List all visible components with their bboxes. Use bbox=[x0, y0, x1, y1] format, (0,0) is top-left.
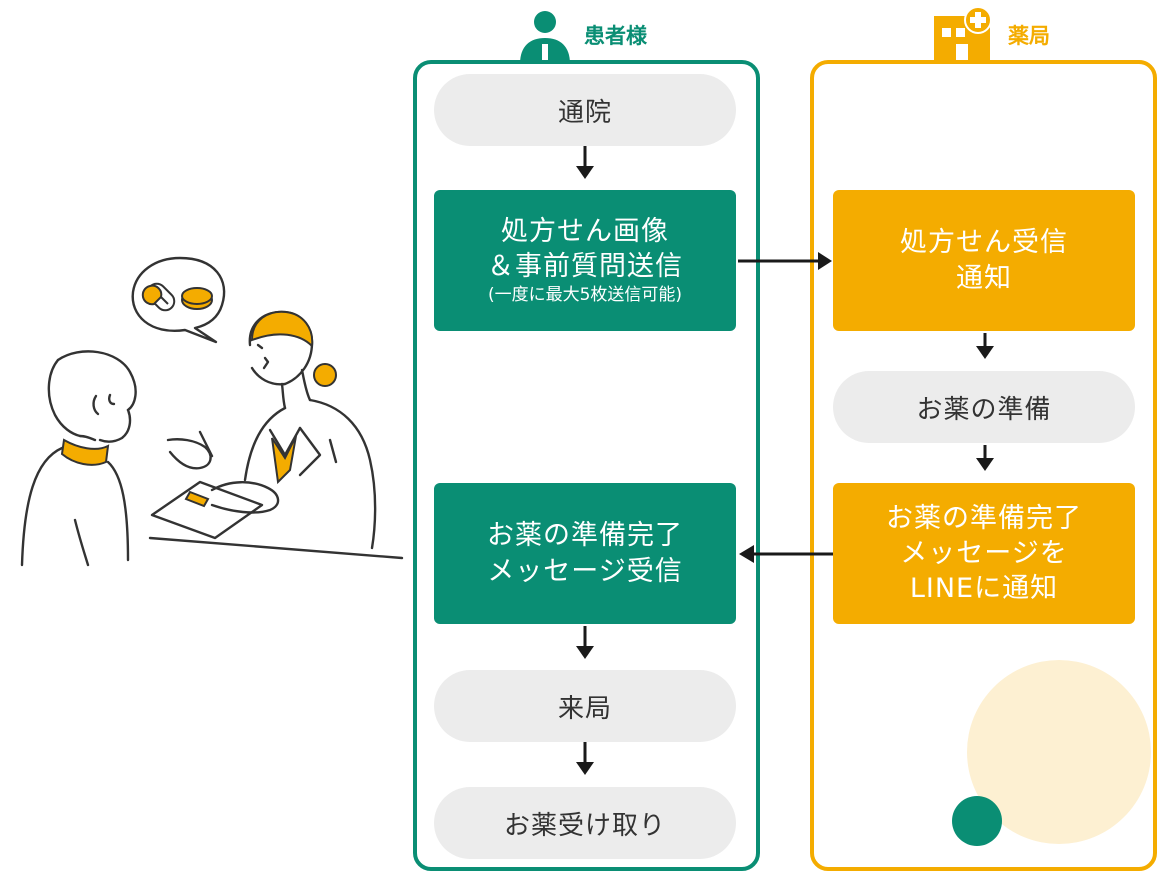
patient-flow-panel bbox=[413, 60, 760, 871]
pharmacy-column-label: 薬局 bbox=[1008, 24, 1050, 48]
step-receive-medicine: お薬受け取り bbox=[434, 787, 736, 859]
pharmacy-building-icon bbox=[934, 6, 992, 62]
step-ready-line2: メッセージ受信 bbox=[487, 555, 683, 587]
pharmacist-and-patient-illustration bbox=[20, 256, 404, 567]
step-send-prescription: 処方せん画像 ＆事前質問送信 (一度に最大5枚送信可能) bbox=[434, 190, 736, 331]
patient-column-label: 患者様 bbox=[584, 24, 647, 48]
step-visit: 通院 bbox=[434, 74, 736, 146]
step-prescription-notification: 処方せん受信 通知 bbox=[833, 190, 1135, 331]
step-receive-ready-message: お薬の準備完了 メッセージ受信 bbox=[434, 483, 736, 624]
step-send-line2: ＆事前質問送信 bbox=[487, 250, 683, 282]
decorative-circle-small bbox=[952, 796, 1002, 846]
step-notify-line2: 通知 bbox=[956, 262, 1012, 294]
step-send-line1: 処方せん画像 bbox=[501, 215, 669, 247]
step-ready-line1: お薬の準備完了 bbox=[487, 520, 683, 552]
step-send-note: (一度に最大5枚送信可能) bbox=[487, 284, 683, 305]
step-notify-line1: 処方せん受信 bbox=[900, 227, 1068, 259]
step-done-line3: LINEに通知 bbox=[909, 573, 1059, 605]
step-done-line1: お薬の準備完了 bbox=[886, 502, 1082, 534]
step-come-to-pharmacy: 来局 bbox=[434, 670, 736, 742]
step-done-line2: メッセージを bbox=[900, 537, 1068, 569]
step-notify-ready-line: お薬の準備完了 メッセージを LINEに通知 bbox=[833, 483, 1135, 624]
step-prepare-medicine: お薬の準備 bbox=[833, 371, 1135, 443]
person-icon bbox=[520, 11, 570, 64]
